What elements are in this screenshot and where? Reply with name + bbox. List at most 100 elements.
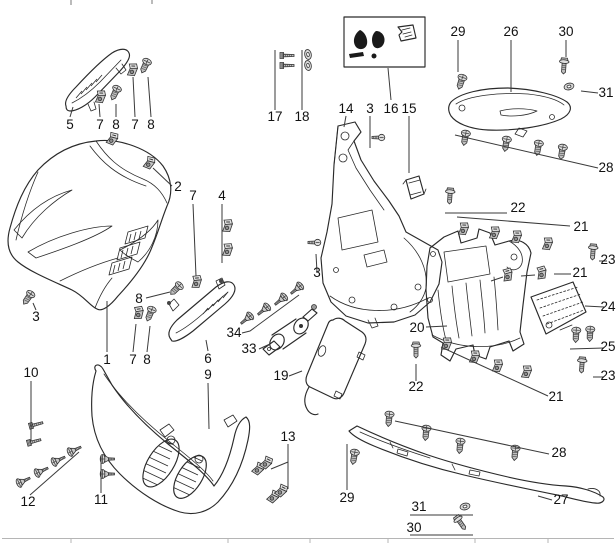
screw-icon-part28 <box>383 410 395 428</box>
bolt-icon-part10 <box>26 436 42 447</box>
callout-8: 8 <box>112 117 120 132</box>
callout-21: 21 <box>572 265 587 280</box>
top-crop-ticks <box>70 0 153 5</box>
clip-icon-part4 <box>221 217 234 234</box>
callout-29: 29 <box>450 24 465 39</box>
screw-icon-part28 <box>555 143 569 161</box>
bolt-icon-part17 <box>279 52 295 59</box>
callout-3: 3 <box>313 265 321 280</box>
callout-22: 22 <box>510 200 525 215</box>
callout-6: 6 <box>204 351 212 366</box>
part-9-under-cowl-drawing <box>91 364 251 515</box>
bolt-icon-part17 <box>279 62 295 69</box>
callout-10: 10 <box>23 365 38 380</box>
part-20-rear-cover-drawing <box>425 228 532 362</box>
callout-14: 14 <box>338 101 354 116</box>
part-24-mesh-drawing <box>530 281 587 335</box>
callout-27: 27 <box>553 492 568 507</box>
callout-7: 7 <box>129 352 137 367</box>
callout-5: 5 <box>66 117 74 132</box>
washer-icon-part31 <box>458 501 472 512</box>
washer-icon-part18 <box>303 48 313 61</box>
callout-4: 4 <box>218 188 226 203</box>
callout-11: 11 <box>94 492 108 507</box>
clip-icon-part7 <box>132 305 145 320</box>
callout-21: 21 <box>548 389 563 404</box>
callout-3: 3 <box>366 101 374 116</box>
callout-23: 23 <box>600 252 615 267</box>
clip-icon-part21 <box>536 265 547 280</box>
callout-7: 7 <box>189 188 197 203</box>
screw-icon-part8 <box>137 56 153 76</box>
callout-34: 34 <box>226 325 242 340</box>
bolt-icon-part23 <box>576 356 588 374</box>
screw-icon-part8 <box>167 279 186 298</box>
part-33-lock-drawing <box>262 304 318 356</box>
callout-29: 29 <box>339 490 354 505</box>
callout-30: 30 <box>406 520 421 535</box>
callouts: 5 7 8 7 8 17 18 14 3 16 15 29 26 30 31 2… <box>20 24 616 535</box>
callout-18: 18 <box>294 109 309 124</box>
callout-7: 7 <box>131 117 139 132</box>
leader-lines <box>29 40 607 536</box>
bolt-icon-part23 <box>587 243 599 261</box>
callout-2: 2 <box>174 179 182 194</box>
washer-icon-part31 <box>562 81 576 92</box>
callout-16: 16 <box>383 101 398 116</box>
callout-7: 7 <box>96 117 104 132</box>
callout-12: 12 <box>20 494 35 509</box>
callout-28: 28 <box>551 445 566 460</box>
callout-1: 1 <box>103 352 111 367</box>
callout-21: 21 <box>573 219 588 234</box>
bolt-icon-part22 <box>410 341 422 359</box>
callout-19: 19 <box>273 368 288 383</box>
part-6-garnish-drawing <box>167 277 236 342</box>
callout-28: 28 <box>598 160 613 175</box>
callout-3: 3 <box>32 309 40 324</box>
bolt-icon-part30 <box>451 513 470 533</box>
screw-icon-part12 <box>32 463 51 479</box>
screw-icon-part25 <box>570 326 582 344</box>
screw-icon-part28 <box>499 135 513 153</box>
callout-9: 9 <box>204 367 212 382</box>
screw-icon-part34 <box>271 291 290 309</box>
callout-23: 23 <box>600 368 615 383</box>
bolt-icon-part30 <box>558 57 570 75</box>
screw-icon-part11 <box>99 468 115 480</box>
clip-icon-part21 <box>519 363 534 380</box>
part-15-bracket-drawing <box>402 175 427 200</box>
screw-icon-part8 <box>142 304 158 324</box>
callout-31: 31 <box>411 499 426 514</box>
screw-icon-part11 <box>99 453 115 465</box>
screw-icon-part29 <box>453 72 469 91</box>
washer-icon-part18 <box>303 59 313 72</box>
callout-30: 30 <box>558 24 573 39</box>
screw-icon-part8 <box>107 83 123 103</box>
clip-icon-part21 <box>467 348 482 365</box>
part-26-molding-drawing <box>448 87 571 138</box>
clip-icon-part2 <box>104 130 121 147</box>
callout-8: 8 <box>147 117 155 132</box>
screw-icon-part28 <box>454 437 466 455</box>
screw-icon-part25 <box>584 325 596 343</box>
callout-17: 17 <box>267 109 282 124</box>
callout-24: 24 <box>600 299 616 314</box>
clip-icon-part21 <box>456 220 471 237</box>
callout-20: 20 <box>409 320 424 335</box>
callout-22: 22 <box>408 379 423 394</box>
callout-8: 8 <box>143 352 151 367</box>
bottom-table-border <box>2 538 614 543</box>
clip-icon-part21 <box>439 335 454 352</box>
part-14-inner-panel-drawing <box>320 121 443 329</box>
clip-icon-part21 <box>502 267 513 282</box>
part-5-garnish-drawing <box>64 48 131 112</box>
clip-icon-part7 <box>190 273 203 290</box>
clip-icon-part7 <box>93 88 108 105</box>
clip-icon-part21 <box>540 235 555 252</box>
callout-15: 15 <box>401 101 416 116</box>
callout-33: 33 <box>241 341 256 356</box>
part-1-front-fairing-drawing <box>7 139 172 311</box>
part-16-decal-box-drawing <box>343 16 426 68</box>
clip-icon-part4 <box>221 241 234 258</box>
